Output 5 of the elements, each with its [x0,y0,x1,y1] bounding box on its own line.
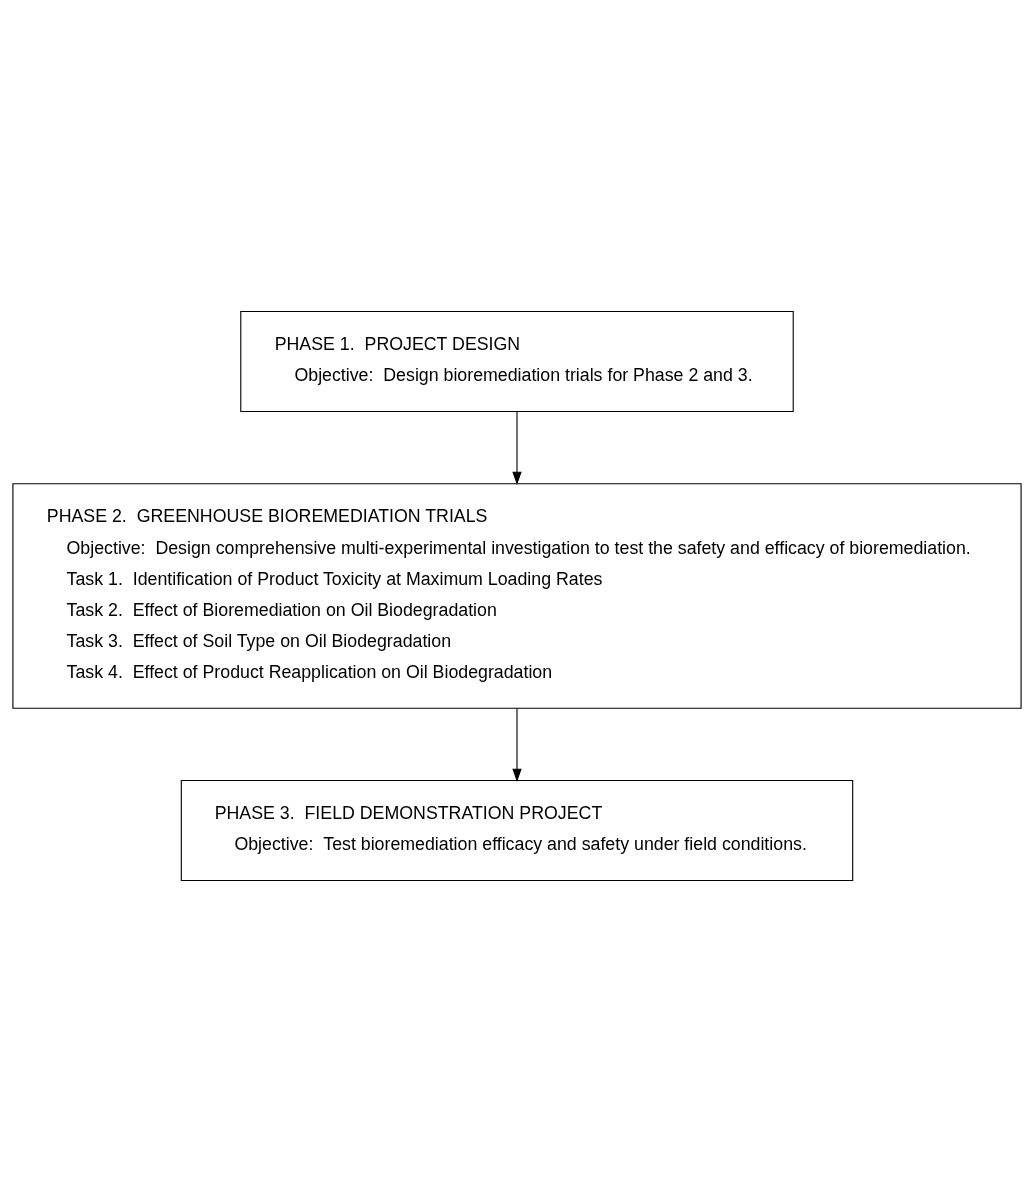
arrow [512,411,522,485]
node-box: PHASE 3. FIELD DEMONSTRATION PROJECT Objective: Test bioremediation efficacy and safety under field conditions. [180,779,854,882]
arrow [512,707,522,783]
node-box: PHASE 1. PROJECT DESIGN Objective: Design bioremediation trials for Phase 2 and 3. [240,310,794,413]
node-box: PHASE 2. GREENHOUSE BIOREMEDIATION TRIALS Objective: Design comprehensive multi-experimental investigation to test the safety and efficacy of bioremediation. Task 1. Identification of Product Toxicity at Maximum Loading Rates Task 2. Effect of Bioremediation on Oil Biodegradation Task 3. Effect of Soil Type on Oil Biodegradation Task 4. Effect of Product Reapplication on Oil Biodegradation [12,483,1022,709]
